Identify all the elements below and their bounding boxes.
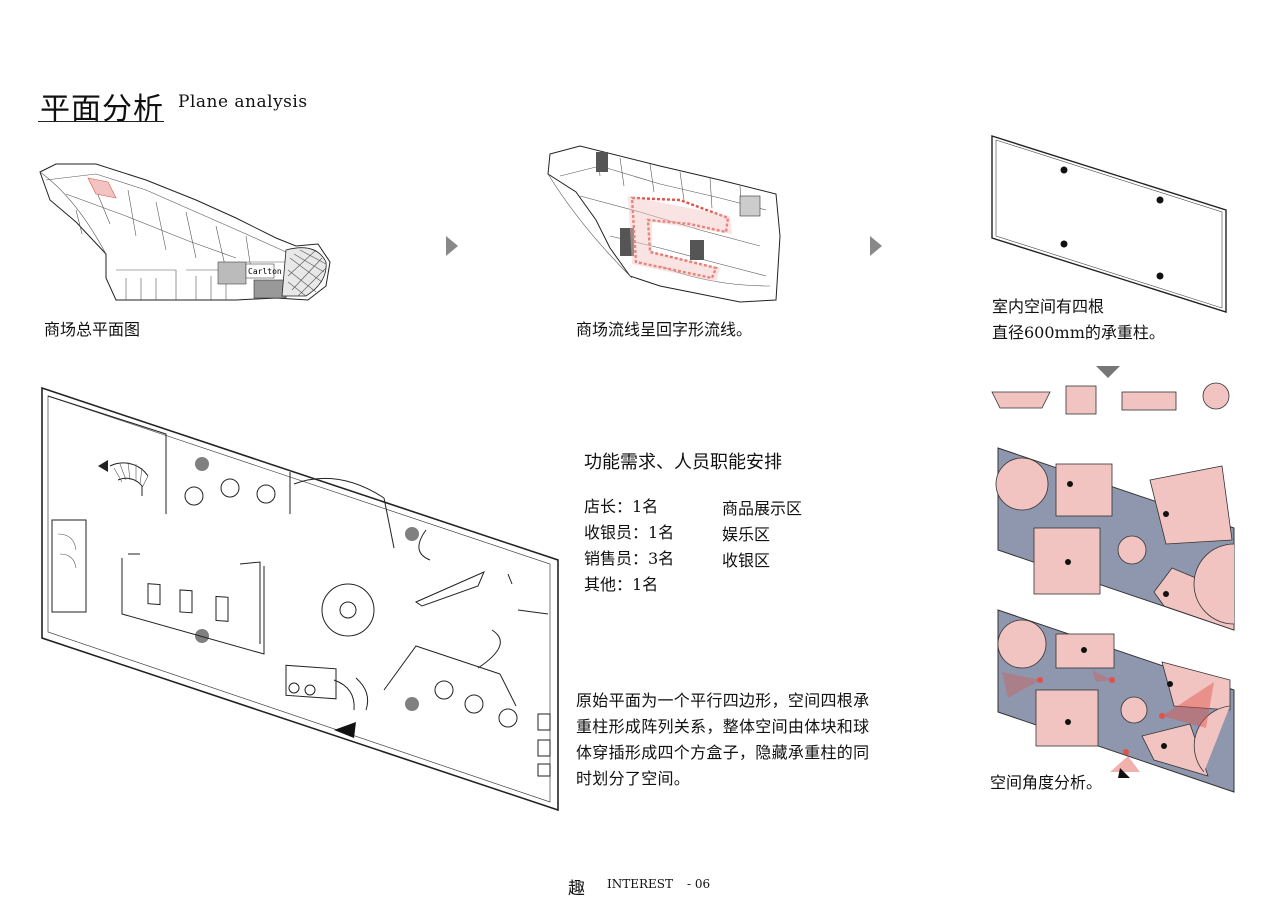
stair-arrow-icon: [98, 460, 108, 472]
flow-plan-outline: [547, 145, 781, 303]
description-line: 原始平面为一个平行四边形，空间四根承: [576, 691, 870, 710]
arrow-down-icon: [1096, 366, 1120, 378]
mall-plan-label-box: [245, 263, 275, 279]
description-line: 重柱形成阵列关系，整体空间由体块和球: [576, 717, 870, 736]
column-dot: [1060, 240, 1068, 248]
round-display: [321, 583, 375, 637]
box-volume: [1141, 723, 1209, 777]
box-volume: [1161, 661, 1231, 711]
arrow-right-icon-2: [870, 236, 882, 256]
role-item: 店长：1名: [584, 497, 659, 516]
sphere-volume: [1117, 535, 1147, 565]
column-layout-diagram: [991, 135, 1227, 313]
mall-plan-dense-area: [281, 247, 327, 297]
circulation-loop: [630, 196, 730, 280]
column-dot: [1161, 743, 1167, 749]
role-item: 收银员：1名: [584, 523, 675, 542]
column-dot: [1167, 681, 1173, 687]
circle-shape: [1202, 382, 1230, 410]
column-dot: [1081, 647, 1087, 653]
roles-list: 店长：1名 收银员：1名 销售员：3名 其他：1名: [584, 494, 674, 598]
function-heading: 功能需求、人员职能安排: [584, 452, 782, 473]
zones-list: 商品展示区 娱乐区 收银区: [722, 496, 802, 574]
rectangle-shape: [1121, 391, 1177, 411]
mall-overall-plan: Carlton: [39, 163, 331, 301]
viewpoint-dot: [1109, 677, 1115, 683]
arrow-right-icon: [446, 236, 458, 256]
spiral-stair: [98, 460, 149, 496]
columns-note-line-2: 直径600mm的承重柱。: [992, 323, 1165, 342]
column-dot: [195, 457, 209, 471]
column-dot: [1065, 559, 1071, 565]
zone-item: 商品展示区: [722, 499, 803, 518]
zone-item: 娱乐区: [722, 525, 771, 544]
parallelogram-shape: [991, 391, 1051, 409]
view-cone-glows: [1002, 670, 1214, 772]
zone-item: 收银区: [722, 551, 771, 570]
sphere-volume: [1120, 696, 1148, 724]
box-volume: [1055, 463, 1113, 517]
square-shape: [1065, 385, 1097, 415]
box-volume: [1149, 465, 1233, 545]
circulation-band: [628, 196, 732, 282]
flow-plan-dark-block-2: [620, 228, 634, 256]
box-volume: [1035, 689, 1099, 747]
description-paragraph: 原始平面为一个平行四边形，空间四根承 重柱形成阵列关系，整体空间由体块和球 体穿…: [576, 688, 920, 792]
mall-plan-hatched-block: [217, 261, 247, 285]
column-dot: [1065, 719, 1071, 725]
flow-caption: 商场流线呈回字形流线。: [576, 320, 753, 339]
page-subtitle: Plane analysis: [178, 92, 308, 112]
mall-flow-plan: [547, 145, 781, 303]
mall-plan-caption: 商场总平面图: [44, 320, 141, 339]
cashier-counter: [285, 664, 337, 700]
column-dot: [1067, 481, 1073, 487]
column-dot: [1156, 272, 1164, 280]
store-floor-plan: [41, 386, 559, 812]
footer-word: INTEREST: [607, 877, 674, 891]
composition-diagram: [995, 447, 1235, 631]
columns-note-line-1: 室内空间有四根: [992, 297, 1105, 316]
angle-caption: 空间角度分析。: [990, 773, 1103, 792]
sphere-volume: [997, 619, 1047, 669]
column-dot: [1163, 511, 1169, 517]
column-dot: [1060, 166, 1068, 174]
viewpoint-dot: [1123, 749, 1129, 755]
mall-plan-dark-block: [253, 279, 287, 299]
description-line: 时划分了空间。: [576, 769, 691, 788]
sphere-volume: [995, 457, 1049, 511]
footer-glyph: 趣: [568, 879, 585, 899]
mall-plan-highlight: [87, 177, 117, 199]
footer-page-number: - 06: [687, 877, 711, 891]
flow-plan-dark-block: [596, 152, 608, 172]
column-dot: [195, 629, 209, 643]
role-item: 销售员：3名: [584, 549, 675, 568]
viewpoint-dot: [1159, 713, 1165, 719]
flow-plan-dark-block-3: [690, 240, 704, 260]
column-dot: [1156, 196, 1164, 204]
title-underline: [38, 121, 164, 122]
column-dot: [405, 697, 419, 711]
column-dot: [1163, 591, 1169, 597]
mall-plan-label: Carlton: [248, 267, 282, 276]
entrance-arrow-icon: [334, 722, 356, 738]
column-dot: [405, 527, 419, 541]
shape-primitives: [991, 382, 1230, 415]
angle-analysis-diagram: [997, 609, 1235, 793]
description-line: 体穿插形成四个方盒子，隐藏承重柱的同: [576, 743, 870, 762]
flow-plan-hatched-block: [739, 195, 761, 217]
viewpoint-marker-icon: [1118, 768, 1130, 778]
role-item: 其他：1名: [584, 575, 659, 594]
viewpoint-dot: [1037, 677, 1043, 683]
